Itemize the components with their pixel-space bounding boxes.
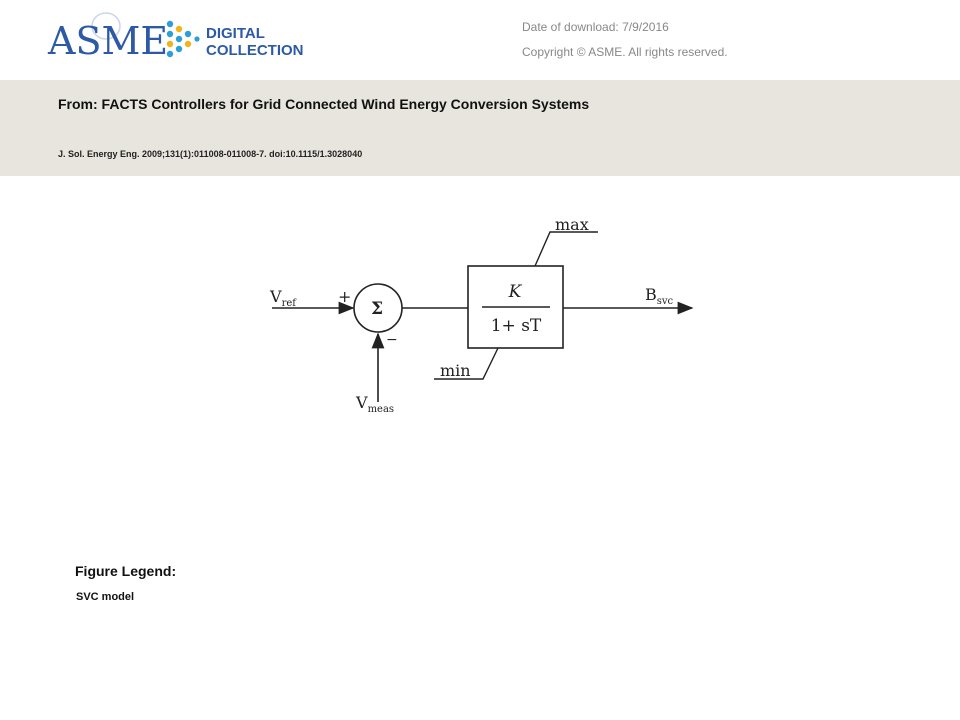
- download-date-line: Date of download: 7/9/2016: [522, 20, 669, 34]
- bsvc-label: Bsvc: [645, 285, 674, 307]
- article-title: From: FACTS Controllers for Grid Connect…: [58, 96, 590, 112]
- vref-label: Vref: [269, 287, 297, 309]
- tf-numerator: K: [508, 282, 523, 302]
- copyright-notice: Copyright © ASME. All rights reserved.: [522, 45, 728, 59]
- article-citation: J. Sol. Energy Eng. 2009;131(1):011008-0…: [58, 149, 363, 159]
- logo-product-line1: DIGITAL: [206, 25, 265, 42]
- minus-sign: −: [386, 332, 398, 348]
- vmeas-label: Vmeas: [355, 393, 394, 415]
- max-limit-line: [534, 231, 598, 267]
- plus-sign: +: [338, 287, 351, 306]
- figure-legend-heading: Figure Legend:: [75, 563, 177, 579]
- sigma-symbol: Σ: [371, 299, 383, 319]
- tf-denominator: 1+ sT: [491, 316, 542, 336]
- article-info-band: From: FACTS Controllers for Grid Connect…: [0, 80, 960, 176]
- download-label: Date of download:: [522, 20, 619, 34]
- dots-icon: [166, 20, 200, 58]
- min-label: min: [440, 361, 471, 380]
- asme-digital-collection-logo: ASME DIGITAL COLLECTION: [47, 12, 304, 63]
- svc-block-diagram: Vref + Σ − Vmeas K 1+ sT max min Bsvc: [269, 215, 694, 415]
- logo-brand-text: ASME: [47, 19, 168, 63]
- globe-icon: [91, 12, 121, 40]
- figure-legend-text: SVC model: [76, 591, 135, 603]
- max-label: max: [555, 215, 589, 234]
- download-date: 7/9/2016: [622, 20, 669, 34]
- logo-product-line2: COLLECTION: [206, 42, 304, 59]
- min-limit-line: [434, 347, 499, 380]
